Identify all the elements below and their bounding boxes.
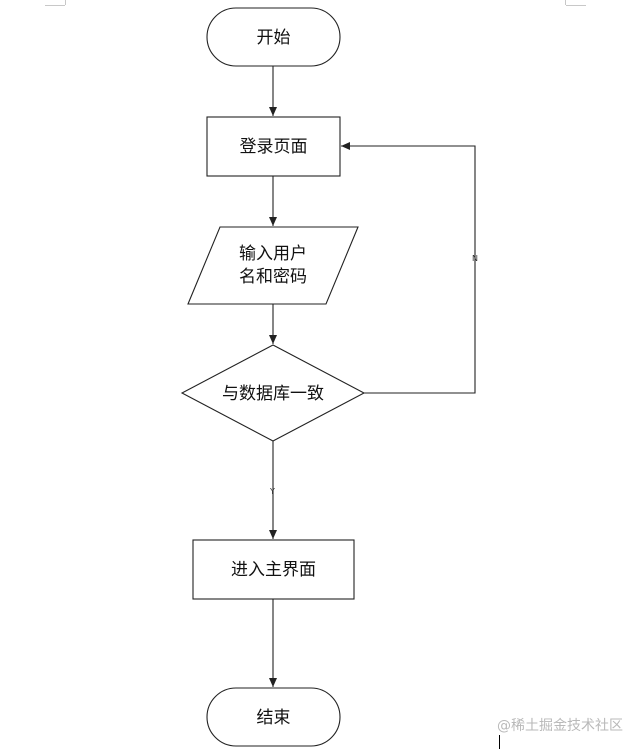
end-node: 结束 [206, 687, 341, 747]
input-credentials-node: 输入用户 名和密码 [187, 226, 359, 305]
database-check-decision: 与数据库一致 [180, 344, 366, 442]
login-page-node: 登录页面 [206, 116, 341, 177]
start-node: 开始 [206, 7, 341, 67]
end-label: 结束 [257, 708, 291, 728]
start-label: 开始 [257, 28, 291, 48]
input-label-line1: 输入用户 [239, 244, 307, 264]
input-label-line2: 名和密码 [239, 267, 307, 287]
main-page-label: 进入主界面 [231, 560, 316, 580]
crop-mark-left-horizontal [45, 5, 65, 6]
crop-mark-right-horizontal [566, 5, 586, 6]
decision-label: 与数据库一致 [222, 384, 324, 404]
login-page-label: 登录页面 [240, 137, 308, 157]
edge-label-yes: Y [269, 487, 275, 496]
arrow-decision-no-to-login [341, 142, 476, 394]
main-page-node: 进入主界面 [192, 539, 355, 600]
edge-label-no: N [472, 254, 478, 263]
watermark: @稀土掘金技术社区 [497, 718, 623, 734]
crop-mark-right-vertical [565, 0, 566, 5]
text-cursor [499, 735, 500, 749]
crop-mark-left-vertical [65, 0, 66, 5]
